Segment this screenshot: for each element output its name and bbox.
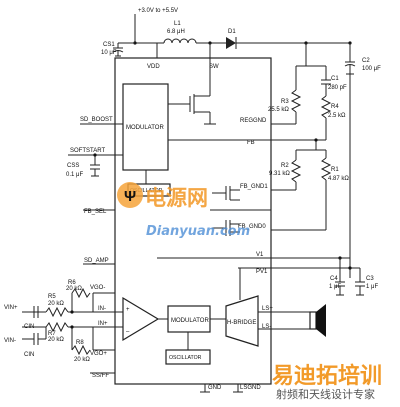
pin-reggnd: REGGND (240, 118, 267, 124)
pin-v1: V1 (256, 252, 264, 258)
l1-value: 6.8 μH (167, 29, 185, 35)
d1-name: D1 (228, 29, 236, 35)
svg-text:Ψ: Ψ (124, 188, 136, 205)
pin-fb-gnd0: FB_GND0 (238, 224, 266, 230)
r6-name: R6 (68, 280, 76, 286)
r8-value: 20 kΩ (74, 357, 90, 363)
modulator-top-label: MODULATOR (126, 125, 164, 131)
r5-name: R5 (48, 294, 56, 300)
capacitor-css: CSS 0.1 μF (66, 153, 100, 178)
l1-name: L1 (174, 21, 181, 27)
capacitor-cin-bottom: CIN (22, 327, 47, 358)
c4-name: C4 (330, 276, 338, 282)
h-bridge-label: H-BRIDGE (227, 320, 256, 326)
pin-ls-minus: LS- (262, 324, 271, 330)
svg-text:+: + (126, 307, 130, 313)
pin-vdd: VDD (147, 64, 160, 70)
resistors-r7-r8: R7 20 kΩ R8 20 kΩ (22, 321, 93, 363)
speaker-icon (309, 304, 326, 337)
cin-bottom-name: CIN (24, 352, 34, 358)
r4-name: R4 (331, 104, 339, 110)
r7-value: 20 kΩ (48, 337, 64, 343)
watermark-site-en: Dianyuan.com (146, 224, 250, 239)
r7-name: R7 (48, 331, 56, 337)
pin-sd-boost: SD_BOOST (80, 117, 113, 123)
pin-in-minus: IN- (98, 306, 106, 312)
pin-lsgnd: LSGND (240, 385, 261, 391)
watermark-brand: 易迪拓培训 射频和天线设计专家 (272, 363, 382, 401)
feedback-network-bottom: R2 9.31 kΩ R1 4.87 kΩ (269, 149, 349, 230)
pin-fb-gnd1: FB_GND1 (240, 184, 268, 190)
r1-value: 4.87 kΩ (328, 176, 349, 182)
watermark-brand-cn: 易迪拓培训 (272, 363, 382, 389)
feedback-network-top: R3 25.5 kΩ C1 280 pF R4 2.5 kΩ (268, 43, 347, 140)
oscillator-top-label: OSCILLATOR (130, 188, 163, 194)
pin-ls-plus: LS+ (262, 306, 273, 312)
r5-value: 20 kΩ (48, 301, 64, 307)
r4-value: 2.5 kΩ (328, 113, 346, 119)
mosfet-switch (168, 58, 216, 125)
pin-ssoff: SS/FF (92, 373, 109, 379)
r3-value: 25.5 kΩ (268, 107, 289, 113)
pin-in-plus: IN+ (98, 321, 108, 327)
r8-name: R8 (76, 340, 84, 346)
fb-select-switches (212, 186, 240, 236)
capacitor-c2: C2 100 μF (344, 43, 381, 75)
input-vin-minus: VIN- (4, 338, 16, 344)
modulator-bottom-label: MODULATOR (171, 318, 209, 324)
c2-name: C2 (362, 58, 370, 64)
ic-outline (114, 57, 272, 385)
c2-value: 100 μF (362, 66, 381, 72)
cs1-value: 10 μF (101, 50, 117, 56)
css-name: CSS (67, 163, 79, 169)
pin-sd-amp: SD_AMP (84, 258, 109, 264)
c1-name: C1 (331, 76, 339, 82)
supply-input: +3.0V to +5.5V (133, 8, 178, 45)
pin-gnd: GND (208, 385, 222, 391)
c4-value: 1 μF (329, 284, 341, 290)
c3-name: C3 (366, 276, 374, 282)
diode-d1: D1 (226, 29, 352, 49)
capacitor-c4: C4 1 μF (329, 258, 345, 296)
capacitor-c3: C3 1 μF (355, 268, 378, 296)
c1-value: 280 pF (328, 85, 347, 91)
r2-value: 9.31 kΩ (269, 171, 290, 177)
c3-value: 1 μF (366, 284, 378, 290)
pin-fb: FB (247, 140, 255, 146)
pin-sw: SW (209, 64, 219, 70)
css-value: 0.1 μF (66, 172, 83, 178)
cs1-name: CS1 (103, 42, 115, 48)
r6-value: 20 kΩ (66, 286, 82, 292)
pin-vgo-plus: VGO+ (90, 351, 107, 357)
capacitor-cs1: CS1 10 μF (101, 42, 135, 57)
input-amplifier (122, 296, 160, 342)
pin-fb-sel: FB_SEL (84, 209, 107, 215)
svg-text:–: – (126, 329, 130, 335)
supply-label: +3.0V to +5.5V (138, 8, 178, 14)
input-vin-plus: VIN+ (4, 305, 18, 311)
resistors-r5-r6: R5 20 kΩ R6 20 kΩ (22, 280, 93, 318)
inductor-l1: L1 6.8 μH (158, 21, 226, 45)
cin-top-name: CIN (24, 324, 34, 330)
r1-name: R1 (331, 167, 339, 173)
watermark-dianyuan: Ψ 电源网 Dianyuan.com (117, 182, 250, 239)
pin-pv1: PV1 (256, 269, 268, 275)
oscillator-bottom-label: OSCILLATOR (169, 355, 202, 361)
watermark-site-cn: 电源网 (145, 186, 208, 210)
r2-name: R2 (281, 163, 289, 169)
capacitor-cin-top: CIN (24, 306, 39, 330)
watermark-tagline-cn: 射频和天线设计专家 (276, 387, 375, 401)
pin-vgo-minus: VGO- (90, 285, 105, 291)
pin-softstart: SOFTSTART (70, 148, 105, 154)
r3-name: R3 (281, 99, 289, 105)
h-bridge-block (225, 295, 259, 347)
